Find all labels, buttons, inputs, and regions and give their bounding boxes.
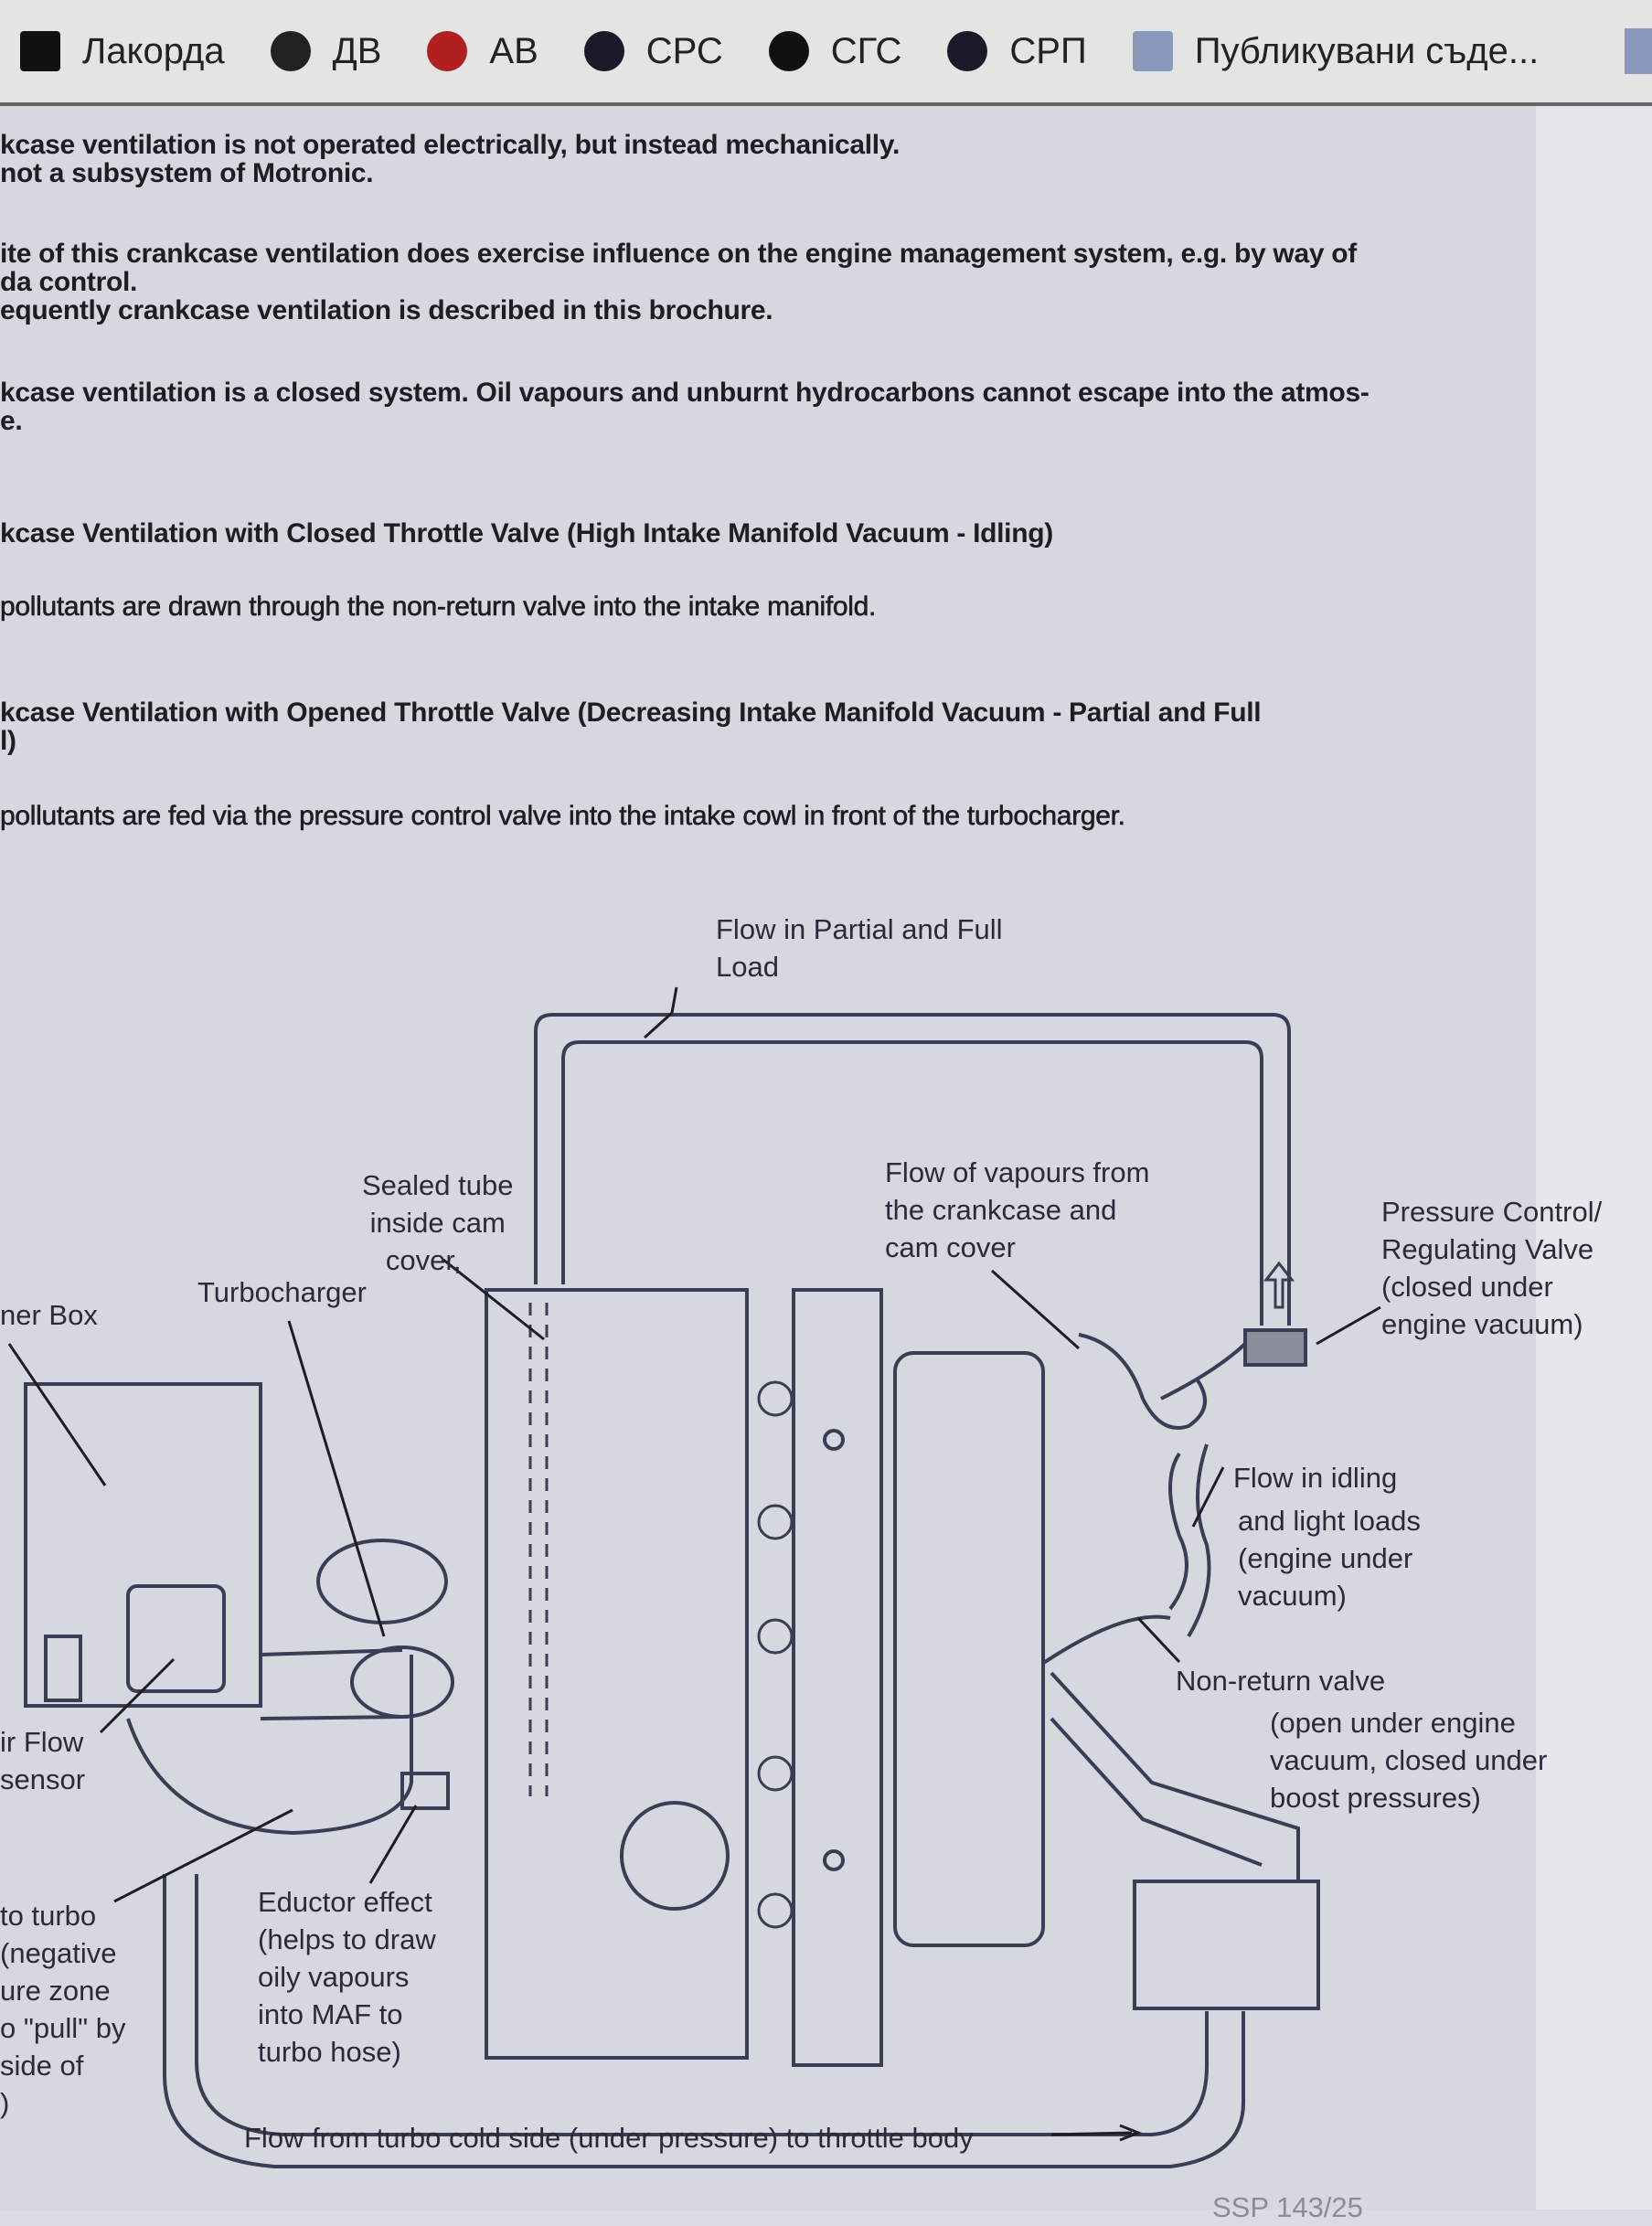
label-turbocharger: Turbocharger	[197, 1276, 367, 1308]
ventilation-pipe	[534, 1013, 1307, 1367]
figure-reference: SSP 143/25	[1212, 2191, 1363, 2223]
bookmark-0[interactable]: Лакорда	[20, 31, 225, 72]
label-air-box: ner Box	[0, 1299, 98, 1331]
label-pressure-valve: Pressure Control/ Regulating Valve (clos…	[1381, 1196, 1603, 1340]
return-pipe	[163, 1874, 1245, 2168]
paragraph: pollutants are fed via the pressure cont…	[0, 801, 1125, 831]
bookmark-1[interactable]: ДВ	[270, 30, 382, 72]
av-logo-icon	[427, 31, 468, 71]
intake-manifold	[792, 1288, 883, 2067]
intercooler-section	[1133, 1880, 1320, 2010]
engine-pulley	[620, 1801, 730, 1911]
document-page	[0, 106, 1536, 2210]
src-logo-icon	[583, 31, 624, 71]
coat-of-arms-icon	[270, 31, 311, 71]
bookmark-label: Лакорда	[82, 30, 225, 71]
bookmark-2[interactable]: АВ	[427, 31, 538, 72]
bookmark-label: Публикувани съде...	[1194, 30, 1540, 71]
label-air-flow-sensor: ir Flow sensor	[0, 1726, 86, 1795]
turbocharger	[126, 1539, 454, 1836]
section-heading: kcase Ventilation with Opened Throttle V…	[0, 698, 1262, 756]
bookmark-4[interactable]: СГС	[768, 30, 902, 72]
label-flow-partial-full: Flow in Partial and Full Load	[716, 913, 1003, 983]
bookmark-label: ДВ	[332, 30, 382, 71]
hose-to-valve	[1040, 1333, 1247, 1666]
paragraph: pollutants are drawn through the non-ret…	[0, 591, 877, 622]
label-non-return-valve: Non-return valve	[1176, 1665, 1386, 1697]
label-sealed-tube: Sealed tube inside cam cover,	[362, 1169, 514, 1276]
bookmark-label: СГС	[830, 30, 902, 71]
label-flow-vapours: Flow of vapours from the crankcase and c…	[885, 1156, 1150, 1263]
bookmarks-bar: Лакорда ДВ АВ СРС СГС СРП Публикувани съде...	[0, 0, 1652, 106]
air-flow-sensor	[126, 1584, 226, 1693]
leader-lines	[7, 986, 1381, 2142]
label-non-return-detail: (open under engine vacuum, closed under …	[1270, 1707, 1548, 1814]
intake-pipe	[1050, 1671, 1300, 1883]
air-box	[24, 1382, 262, 1708]
label-eductor-effect: Eductor effect (helps to draw oily vapou…	[258, 1886, 436, 2068]
paragraph: kcase ventilation is not operated electr…	[0, 130, 901, 188]
lakorda-icon	[20, 31, 60, 71]
sgs-logo-icon	[768, 31, 809, 71]
label-flow-idling-detail: and light loads (engine under vacuum)	[1238, 1505, 1421, 1612]
turbo-housing	[893, 1351, 1045, 1947]
bookmark-3[interactable]: СРС	[583, 30, 723, 72]
bookmark-label: СРП	[1009, 30, 1087, 71]
document-icon	[1132, 31, 1173, 71]
paragraph: kcase ventilation is a closed system. Oi…	[0, 378, 1370, 436]
paragraph: ite of this crankcase ventilation does e…	[0, 239, 1357, 325]
engine-block	[485, 1288, 749, 2060]
srp-shield-icon	[947, 31, 988, 71]
bookmark-5[interactable]: СРП	[947, 30, 1087, 72]
label-flow-turbo-cold: Flow from turbo cold side (under pressur…	[244, 2122, 974, 2154]
bookmark-overflow-icon[interactable]	[1625, 28, 1652, 74]
label-to-turbo: to turbo (negative ure zone o "pull" by …	[0, 1900, 126, 2119]
bookmark-6[interactable]: Публикувани съде...	[1132, 30, 1540, 72]
bookmark-label: СРС	[645, 30, 723, 71]
label-flow-idling: Flow in idling	[1233, 1462, 1398, 1494]
section-heading: kcase Ventilation with Closed Throttle V…	[0, 518, 1053, 549]
scroll-area[interactable]	[1536, 106, 1652, 2210]
bookmark-label: АВ	[489, 30, 538, 71]
